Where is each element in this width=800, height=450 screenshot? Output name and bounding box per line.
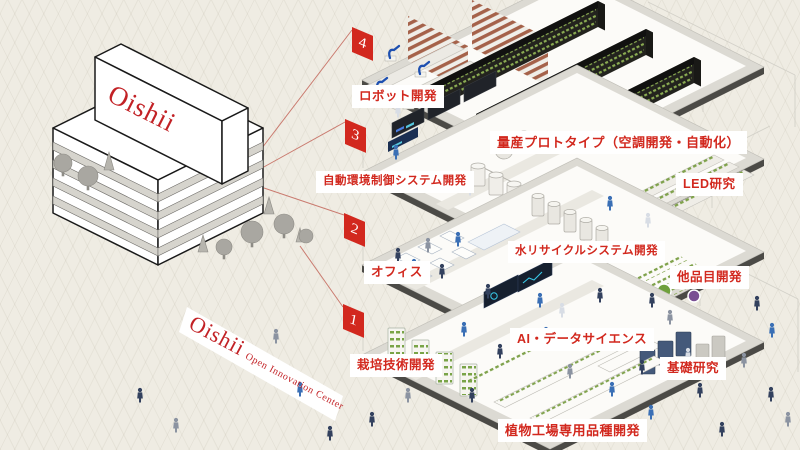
label-auto-environment: 自動環境制御システム開発 — [316, 171, 474, 193]
building: Oishii — [52, 43, 264, 266]
person-figure — [768, 386, 774, 402]
label-other-crops: 他品目開発 — [670, 266, 750, 289]
person-figure — [173, 417, 179, 433]
label-plant-factory-breeding: 植物工場専用品種開発 — [498, 419, 648, 442]
person-figure — [137, 387, 143, 403]
floor1-screens — [483, 258, 553, 309]
label-water-recycling: 水リサイクルシステム開発 — [508, 241, 666, 263]
person-figure — [273, 328, 279, 344]
connector-lines — [261, 29, 353, 308]
person-figure — [648, 404, 654, 420]
person-figure — [719, 421, 725, 437]
person-figure — [754, 295, 760, 311]
label-cultivation-tech: 栽培技術開発 — [350, 354, 443, 377]
label-led-research: LED研究 — [676, 173, 743, 196]
person-figure — [369, 411, 375, 427]
label-basic-research: 基礎研究 — [660, 357, 727, 380]
label-office: オフィス — [364, 261, 430, 284]
person-figure — [697, 382, 703, 398]
person-figure — [769, 322, 775, 338]
person-figure — [327, 425, 333, 441]
person-figure — [741, 352, 747, 368]
tree-group — [53, 150, 314, 260]
person-figure — [785, 411, 791, 427]
label-ai-data-science: AI・データサイエンス — [510, 328, 655, 351]
label-mass-production: 量産プロトタイプ（空調開発・自動化） — [490, 131, 748, 154]
person-figure — [405, 387, 411, 403]
label-robot-development: ロボット開発 — [352, 85, 445, 108]
water-tanks — [531, 193, 609, 249]
